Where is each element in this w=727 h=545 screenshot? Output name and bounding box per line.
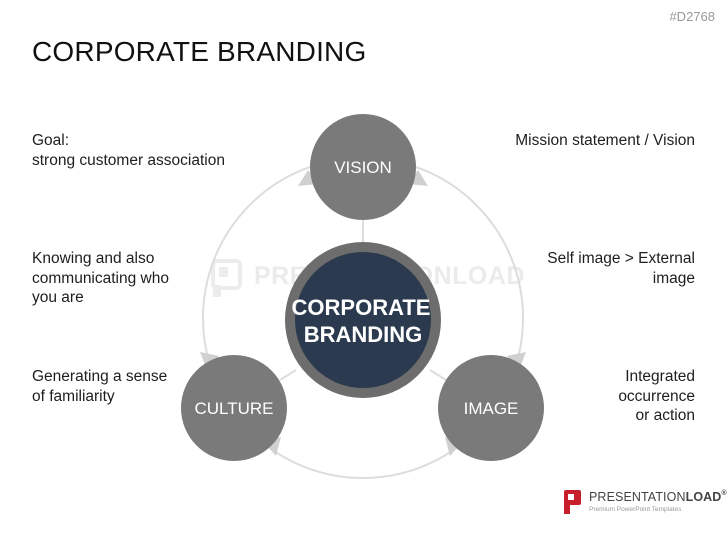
core-label-line-2: BRANDING [304,322,423,347]
note-familiarity: Generating a sense of familiarity [32,367,167,406]
note-mission: Mission statement / Vision [515,131,695,151]
footer-brand-light: PRESENTATION [589,490,686,504]
note-integrated-line: occurrence [618,387,695,405]
arrow-to-image-top-icon [507,352,526,370]
footer-brand-bold: LOAD [685,490,722,504]
note-knowing: Knowing and also communicating who you a… [32,249,169,308]
note-knowing-line: Knowing and also [32,250,155,267]
note-self-image-line: Self image > External [547,250,695,267]
presentationload-logo-icon [564,490,581,514]
node-culture-label: CULTURE [194,399,273,418]
slide-id: #D2768 [669,9,715,24]
connector-image [429,369,447,381]
core-circle [295,252,431,388]
note-goal: Goal: strong customer association [32,131,225,170]
note-mission-line: Mission statement / Vision [515,132,695,149]
arrow-to-culture-top-icon [200,352,219,370]
footer-brand-reg: ® [721,490,727,497]
note-integrated-line: Integrated [625,368,695,385]
note-familiarity-line: Generating a sense [32,368,168,385]
note-self-image: Self image > External image [547,249,695,288]
core-node: CORPORATE BRANDING [285,242,441,398]
footer-brand: PRESENTATIONLOAD® [589,490,727,504]
footer-tagline: Premium PowerPoint Templates [589,506,682,513]
note-integrated-line: or action [635,407,695,424]
note-knowing-line: communicating who [32,269,169,287]
node-vision: VISION [310,114,416,220]
core-label-line-1: CORPORATE [292,295,431,320]
connector-culture [279,369,297,381]
note-goal-line: Goal: [32,132,70,149]
node-image-label: IMAGE [464,399,519,418]
node-culture: CULTURE [181,355,287,461]
node-image: IMAGE [438,355,544,461]
note-goal-line: strong customer association [32,151,225,169]
watermark-logo-icon [211,259,242,297]
note-familiarity-line: of familiarity [32,387,115,405]
note-integrated: Integrated occurrence or action [618,367,695,426]
footer-logo: PRESENTATIONLOAD® Premium PowerPoint Tem… [563,489,727,517]
page-title: CORPORATE BRANDING [32,36,367,67]
node-vision-label: VISION [334,158,392,177]
note-knowing-line: you are [32,289,84,306]
note-self-image-line: image [652,269,695,287]
